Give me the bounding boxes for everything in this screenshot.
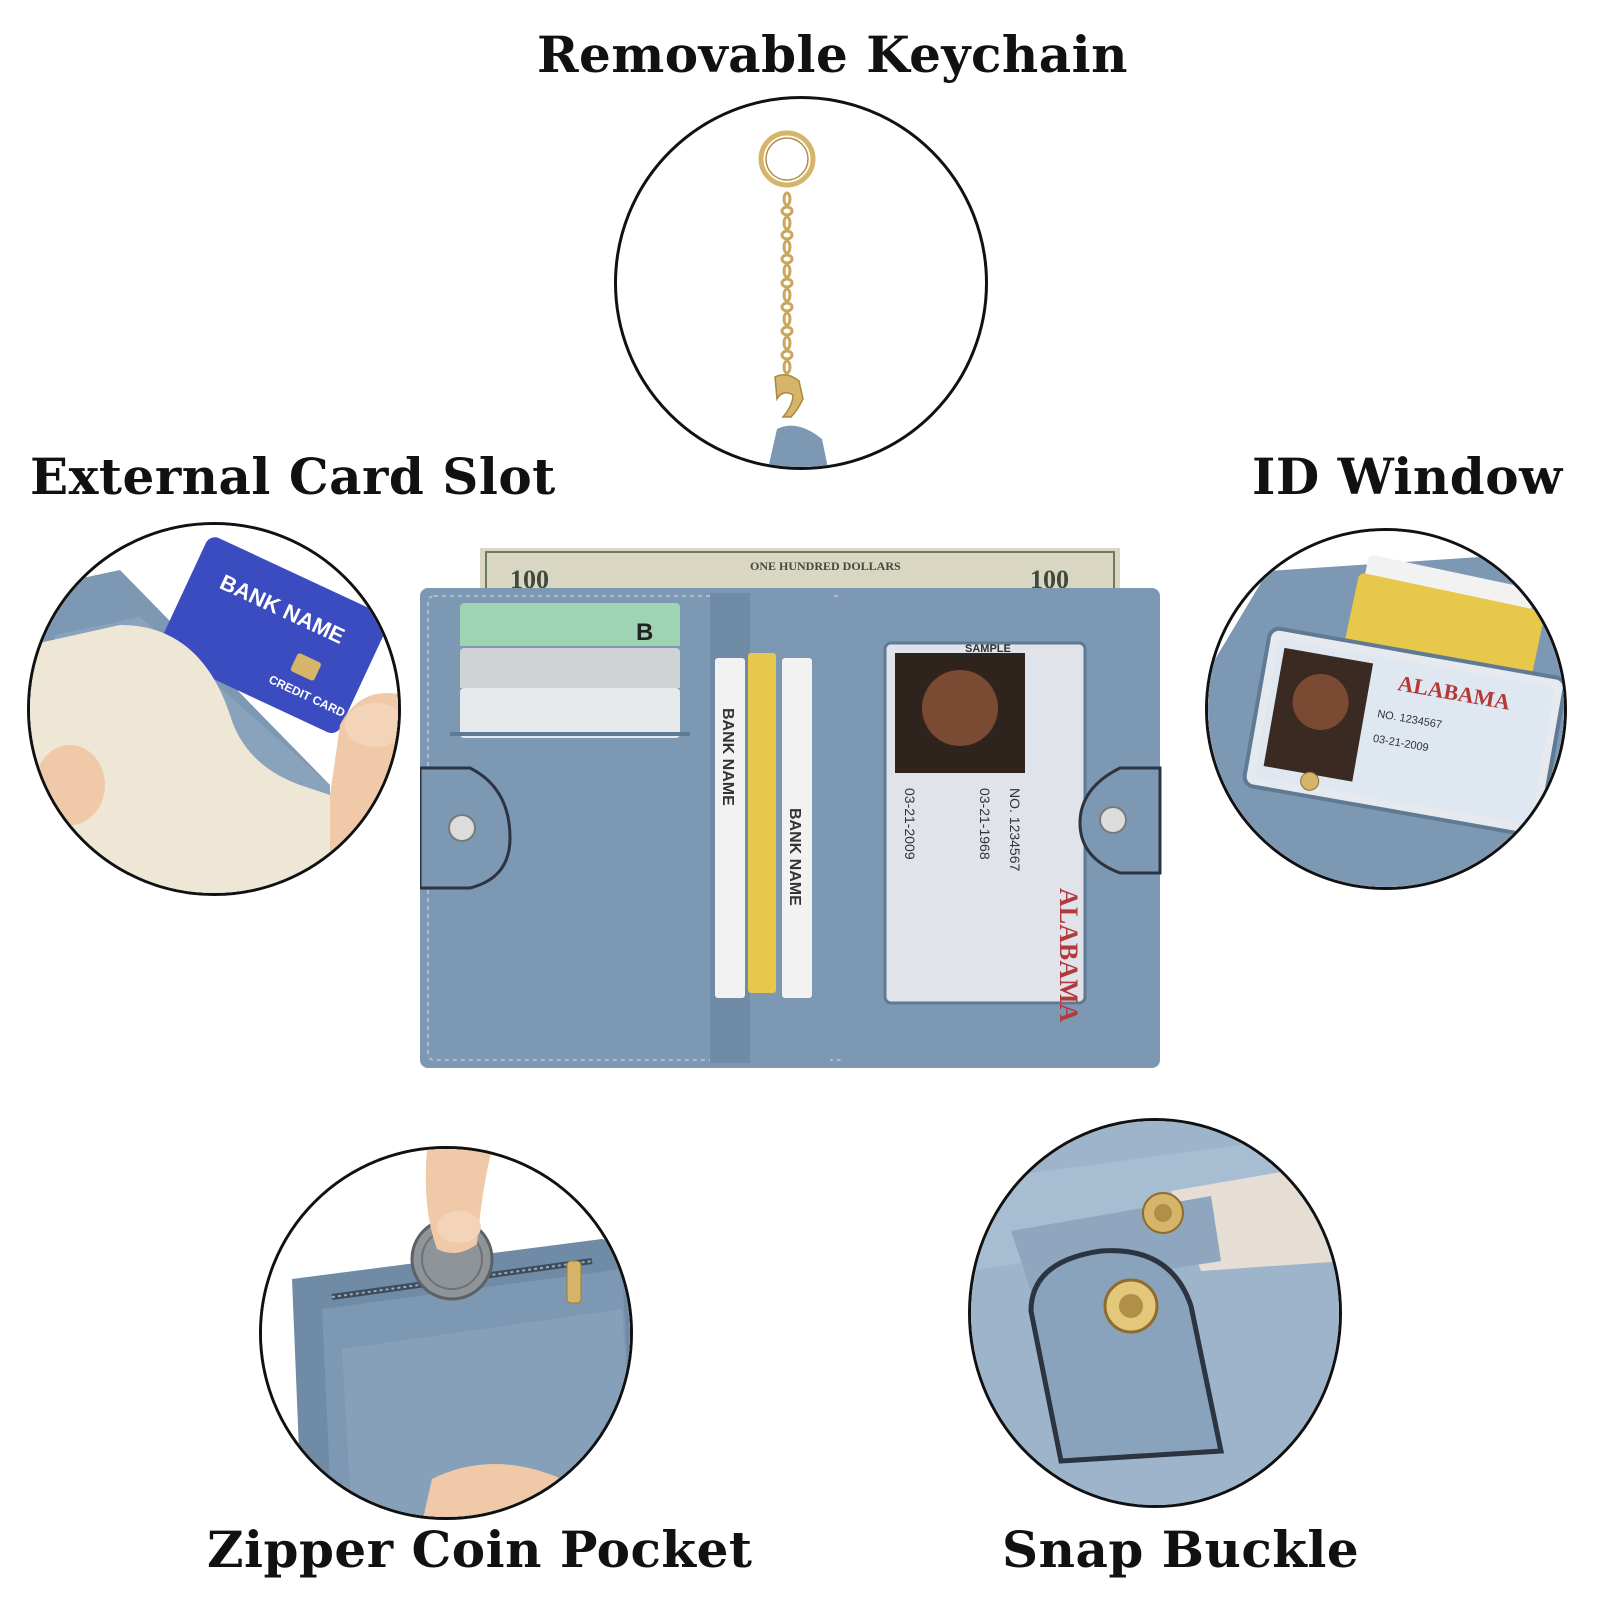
- keychain-detail-circle: [614, 96, 988, 470]
- external-card-slot-circle: BANK NAME CREDIT CARD: [27, 522, 401, 896]
- label-snap-buckle: Snap Buckle: [1002, 1520, 1360, 1579]
- zipper-pocket-illustration: [262, 1149, 630, 1517]
- label-external-card-slot: External Card Slot: [30, 447, 556, 506]
- label-removable-keychain: Removable Keychain: [537, 25, 1129, 84]
- snap-buckle-illustration: [971, 1121, 1339, 1505]
- cream-card-pocket: [30, 625, 330, 893]
- zipper-pull-icon: [566, 1260, 582, 1304]
- zipper-coin-pocket-circle: [259, 1146, 633, 1520]
- id-window-illustration: ALABAMA NO. 1234567 03-21-2009: [1208, 531, 1564, 887]
- vertical-bank-card-right: BANK NAME: [786, 808, 803, 906]
- vertical-bank-card-left: BANK NAME: [719, 708, 736, 806]
- bank-card: [158, 537, 389, 734]
- bill-text: ONE HUNDRED DOLLARS: [750, 559, 901, 573]
- open-wallet-illustration: 100 100 ONE HUNDRED DOLLARS B BANK NAME …: [418, 548, 1162, 1068]
- id-date-vertical: 03-21-2009: [902, 788, 918, 860]
- label-id-window: ID Window: [1252, 447, 1563, 506]
- keychain-illustration: [758, 130, 828, 467]
- id-number-vertical: NO. 1234567: [1007, 788, 1023, 871]
- keyring-icon: [758, 130, 816, 188]
- snap-tab: [1028, 1248, 1225, 1464]
- card-letter: B: [636, 619, 653, 646]
- id-state-vertical: ALABAMA: [1054, 888, 1083, 1023]
- wallet-main-view: 100 100 ONE HUNDRED DOLLARS B BANK NAME …: [418, 548, 1180, 1092]
- snap-button-icon: [1300, 771, 1320, 791]
- label-zipper-coin-pocket: Zipper Coin Pocket: [207, 1520, 753, 1579]
- id-sample-text: SAMPLE: [965, 643, 1011, 655]
- snap-button-icon: [448, 814, 476, 842]
- card-slot-1-card: [460, 603, 680, 651]
- external-card-slot-illustration: BANK NAME CREDIT CARD: [30, 525, 398, 893]
- id-dob-vertical: 03-21-1968: [977, 788, 993, 860]
- id-window-circle: ALABAMA NO. 1234567 03-21-2009: [1205, 528, 1567, 890]
- snap-button-icon: [1099, 806, 1127, 834]
- snap-buckle-circle: [968, 1118, 1342, 1508]
